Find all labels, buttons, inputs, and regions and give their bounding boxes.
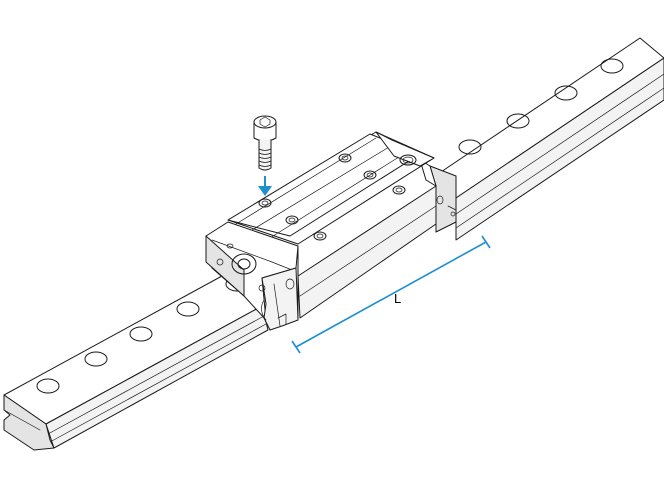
linear-guide-rail <box>3 37 664 451</box>
dimension-label-l: L <box>394 291 402 306</box>
block-top-holes <box>258 153 406 241</box>
carriage-block <box>205 131 457 331</box>
dimension-arrow <box>291 235 491 354</box>
rail-holes-right <box>458 58 624 155</box>
mounting-screw <box>253 115 277 171</box>
down-arrow <box>258 176 272 196</box>
